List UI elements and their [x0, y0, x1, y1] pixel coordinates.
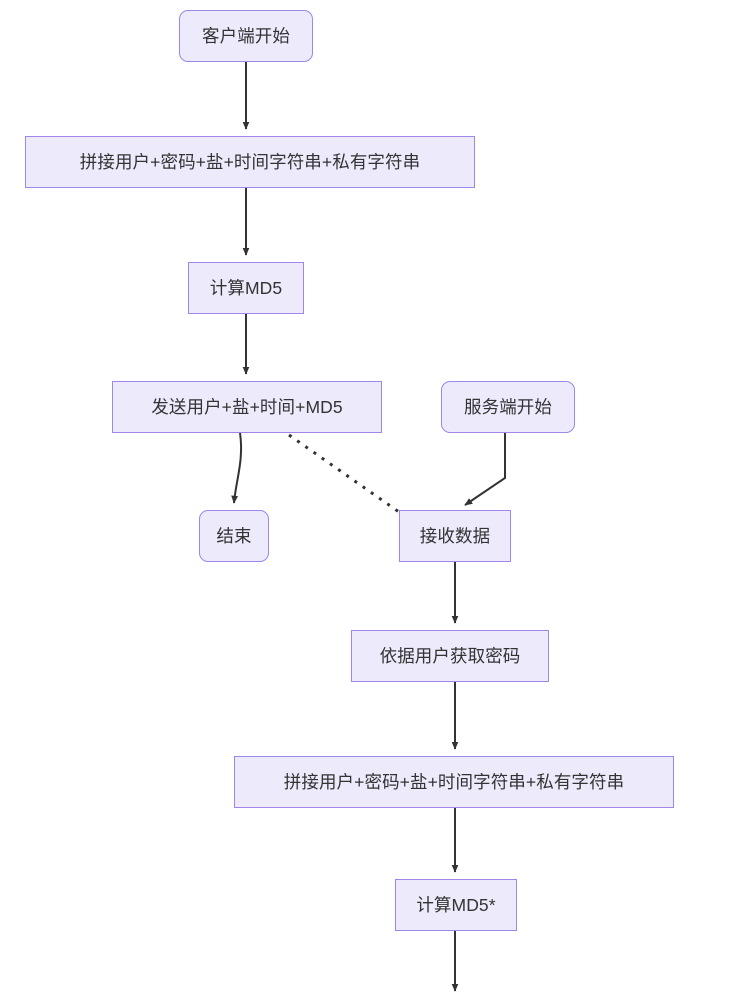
node-concat-server[interactable]: 拼接用户+密码+盐+时间字符串+私有字符串	[234, 756, 674, 808]
node-calc-md5-client[interactable]: 计算MD5	[188, 262, 304, 314]
node-concat-client[interactable]: 拼接用户+密码+盐+时间字符串+私有字符串	[25, 136, 475, 188]
node-client-start[interactable]: 客户端开始	[179, 10, 313, 62]
edge-server-start-to-receive	[464, 433, 506, 506]
node-send-payload[interactable]: 发送用户+盐+时间+MD5	[112, 381, 382, 433]
node-label-send-payload: 发送用户+盐+时间+MD5	[151, 396, 343, 417]
node-label-end: 结束	[216, 525, 252, 546]
node-server-start[interactable]: 服务端开始	[441, 381, 575, 433]
node-label-client-start: 客户端开始	[202, 25, 290, 46]
node-label-concat-client: 拼接用户+密码+盐+时间字符串+私有字符串	[79, 151, 421, 172]
node-label-receive-data: 接收数据	[419, 525, 491, 546]
edge-send-to-receive	[288, 433, 400, 514]
node-calc-md5-server[interactable]: 计算MD5*	[395, 879, 517, 931]
node-label-server-start: 服务端开始	[464, 396, 552, 417]
node-label-calc-md5-server: 计算MD5*	[416, 894, 496, 915]
node-fetch-password[interactable]: 依据用户获取密码	[351, 630, 549, 682]
node-receive-data[interactable]: 接收数据	[399, 510, 511, 562]
node-end[interactable]: 结束	[199, 510, 269, 562]
edge-send-to-end	[231, 432, 243, 504]
node-label-fetch-password: 依据用户获取密码	[379, 645, 521, 666]
node-label-calc-md5-client: 计算MD5	[209, 277, 283, 298]
node-label-concat-server: 拼接用户+密码+盐+时间字符串+私有字符串	[283, 771, 625, 792]
